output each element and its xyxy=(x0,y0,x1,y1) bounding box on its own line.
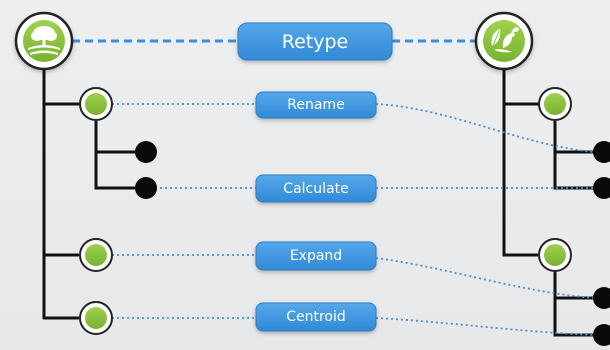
source-node-rename[interactable] xyxy=(79,87,113,121)
target-lower-child-trunk xyxy=(553,271,600,337)
target-upper-child-trunk xyxy=(553,120,600,190)
expand-label: Expand xyxy=(290,248,342,264)
centroid-label: Centroid xyxy=(286,309,346,325)
target-leaf-2[interactable] xyxy=(593,177,610,199)
centroid-link-right xyxy=(375,317,595,336)
target-leaf-nodes xyxy=(593,141,610,346)
leaves-butterfly-icon xyxy=(491,27,519,53)
calculate-button[interactable]: Calculate xyxy=(255,174,377,203)
target-root-node[interactable] xyxy=(474,11,534,71)
source-root-node[interactable] xyxy=(14,11,74,71)
expand-button[interactable]: Expand xyxy=(255,241,377,271)
target-leaf-4[interactable] xyxy=(593,324,610,346)
target-field-nodes xyxy=(538,87,572,272)
target-node-lower[interactable] xyxy=(538,238,572,272)
source-tree-lines xyxy=(42,62,136,320)
source-field-nodes xyxy=(79,87,113,335)
source-node-centroid[interactable] xyxy=(79,301,113,335)
target-leaf-1[interactable] xyxy=(593,141,610,163)
centroid-button[interactable]: Centroid xyxy=(255,302,377,332)
expand-link-right xyxy=(375,257,595,299)
calculate-label: Calculate xyxy=(283,181,348,197)
rename-label: Rename xyxy=(287,97,344,113)
rename-button[interactable]: Rename xyxy=(255,91,377,119)
target-node-upper[interactable] xyxy=(538,87,572,121)
tree-landscape-icon xyxy=(28,26,60,55)
target-trunk-line xyxy=(502,62,540,257)
source-child-trunk xyxy=(94,120,136,190)
source-leaf-nodes xyxy=(135,141,157,199)
operation-links xyxy=(112,103,595,336)
source-leaf-1[interactable] xyxy=(135,141,157,163)
retype-button[interactable]: Retype xyxy=(237,22,393,61)
source-leaf-2[interactable] xyxy=(135,177,157,199)
source-node-expand[interactable] xyxy=(79,238,113,272)
retype-label: Retype xyxy=(282,31,348,53)
target-leaf-3[interactable] xyxy=(593,287,610,309)
rename-link-right xyxy=(375,103,595,153)
